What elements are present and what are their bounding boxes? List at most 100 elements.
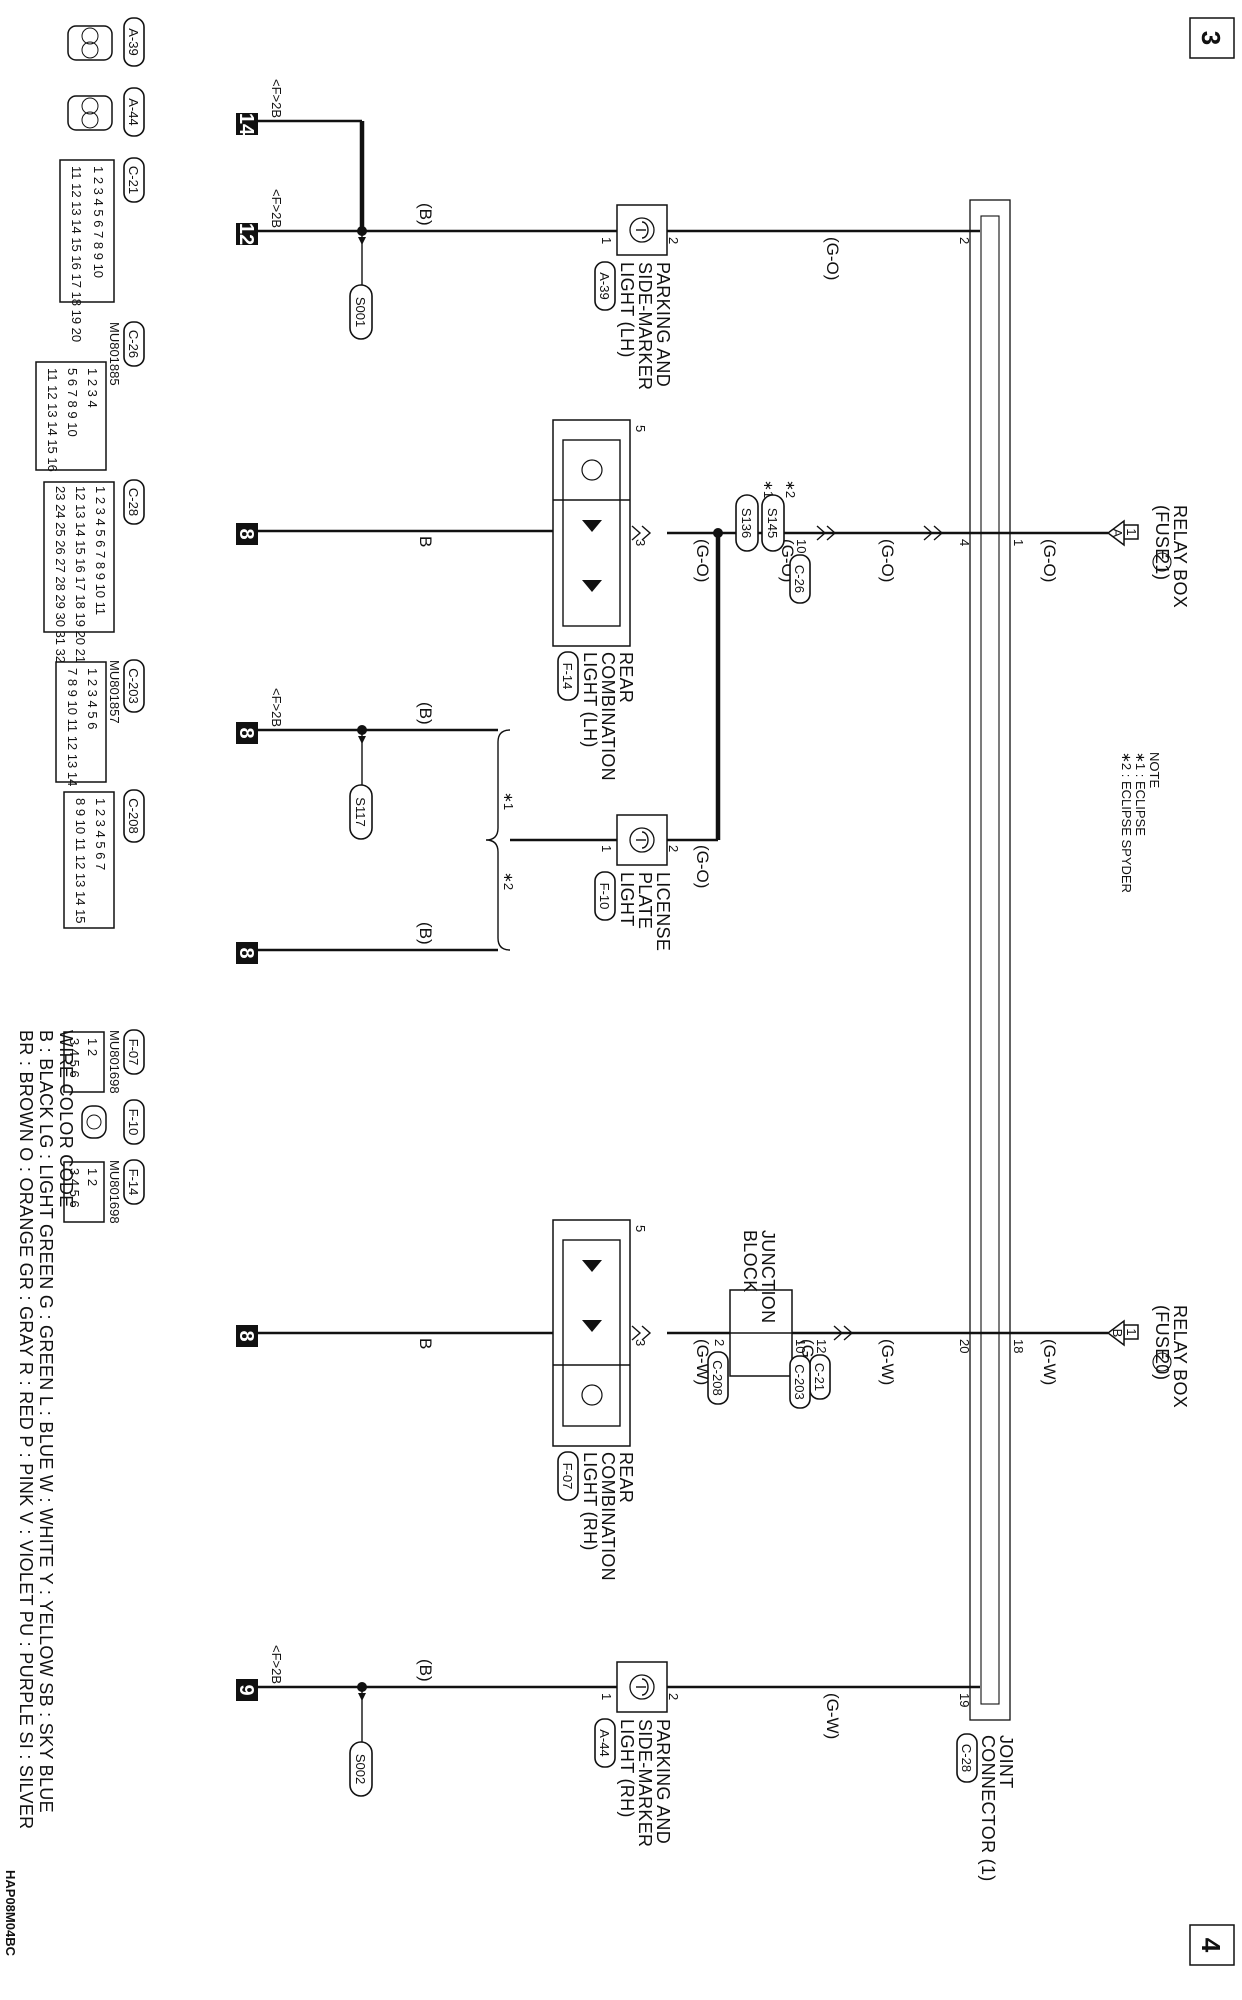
f07-rear-combination-rh[interactable]: 3 5 REAR COMBINATION LIGHT (RH) F-07 [552,1219,648,1581]
svg-text:14: 14 [235,113,257,136]
ground-12[interactable]: 12 <F>2B [235,189,284,245]
svg-text:): ) [1152,1374,1172,1380]
svg-text:10: 10 [794,539,809,553]
svg-text:∗1: ∗1 [501,792,516,810]
svg-text:1: 1 [1124,1328,1139,1335]
svg-text:LIGHT: LIGHT [617,872,637,927]
f10-license-plate-light[interactable]: 2 1 LICENSE PLATE LIGHT F-10 [594,814,681,951]
svg-text:C-26: C-26 [792,565,807,593]
svg-text:F-10: F-10 [126,1109,141,1136]
ground-8-d[interactable]: 8 [235,1325,258,1347]
svg-text:A: A [1110,529,1125,538]
legend-a39: A-39 [67,17,145,67]
svg-text:(B): (B) [416,922,435,945]
ground-8-c[interactable]: 8 [235,942,258,964]
f14-rear-combination-lh[interactable]: 3 5 REAR COMBINATION LIGHT (LH) F-14 [552,419,648,781]
svg-text:CONNECTOR (1): CONNECTOR (1) [978,1735,998,1882]
svg-text:11 12 13 14 15 16: 11 12 13 14 15 16 [45,368,60,472]
svg-text:2: 2 [666,1693,681,1700]
svg-text:(G-O): (G-O) [1040,539,1059,582]
svg-text:REAR: REAR [616,652,636,703]
wire-fuse20-to-rail: (G-W) 18 [980,1331,1108,1385]
legend-f14: F-14 MU801698 1 2 3 4 5 6 [63,1159,145,1224]
connector-ref-c26: 10 C-26 [789,539,811,604]
legend-c26: C-26 MU801885 1 2 3 4 5 6 7 8 9 10 11 12… [35,321,145,472]
svg-text:1: 1 [599,1693,614,1700]
svg-text:RELAY BOX: RELAY BOX [1170,505,1190,608]
svg-text:JOINT: JOINT [996,1735,1016,1789]
wire-jc2-to-a39: (G-O) 2 [667,229,980,280]
page-number-next[interactable]: 4 [1189,1924,1235,1966]
wire-s001-to-ground-14 [258,119,365,231]
svg-text:RELAY BOX: RELAY BOX [1170,1305,1190,1408]
relay-box-fuse-21[interactable]: RELAY BOX (FUSE 21 ) 1 A [1106,505,1190,608]
svg-text:HAP08M04BC: HAP08M04BC [3,1870,18,1957]
svg-text:3 4 5 6: 3 4 5 6 [67,1038,82,1078]
svg-text:2: 2 [712,1339,727,1346]
junction-block[interactable]: JUNCTION BLOCK 10 C-203 2 C-208 [707,1230,811,1409]
legend-f10: F-10 [81,1099,145,1145]
svg-text:(FUSE: (FUSE [1152,1305,1172,1361]
svg-text:F-10: F-10 [597,883,612,910]
svg-text:9: 9 [235,1684,257,1695]
svg-text:C-203: C-203 [126,668,141,703]
svg-text:(B): (B) [416,203,435,226]
splice-s117[interactable]: S117 [349,730,373,840]
svg-text:B: B [1110,1329,1125,1338]
splice-s136-s145[interactable]: S136 ∗1 S145 ∗2 [713,480,798,552]
a44-parking-side-marker-rh[interactable]: 2 1 PARKING AND SIDE-MARKER LIGHT (RH) A… [594,1661,681,1847]
ground-9[interactable]: 9 <F>2B [235,1645,284,1701]
joint-connector-rail [969,199,1011,1721]
svg-text:REAR: REAR [616,1452,636,1503]
svg-text:A-44: A-44 [126,98,141,125]
ground-8-a[interactable]: 8 [235,523,258,545]
wire-fuse21-to-rail: (G-O) 1 [980,531,1108,582]
svg-text:BLOCK: BLOCK [740,1230,760,1293]
splice-s001[interactable]: S001 [349,231,373,340]
svg-text:1: 1 [1011,539,1026,546]
ground-8-b[interactable]: 8 <F>2B [235,688,284,744]
svg-text:(G-W): (G-W) [823,1693,842,1739]
svg-text:LICENSE: LICENSE [653,872,673,951]
svg-text:(G-O): (G-O) [693,539,712,582]
legend-a44: A-44 [67,87,145,137]
svg-text:<F>2B: <F>2B [269,1645,284,1684]
svg-text:1: 1 [599,845,614,852]
svg-text:(G-W): (G-W) [878,1339,897,1385]
svg-text:1: 1 [1124,528,1139,535]
svg-text:20: 20 [957,1339,972,1353]
svg-text:1 2 3 4 5 6 7 8 9 10 11: 1 2 3 4 5 6 7 8 9 10 11 [93,486,108,615]
page-number-prev[interactable]: 3 [1189,17,1235,59]
ground-14[interactable]: 14 <F>2B [235,79,284,136]
svg-text:F-07: F-07 [560,1463,575,1490]
svg-text:C-28: C-28 [959,1744,974,1772]
svg-text:12: 12 [235,223,257,245]
svg-text:PARKING AND: PARKING AND [653,262,673,387]
svg-text:3 4 5 6: 3 4 5 6 [67,1168,82,1208]
svg-text:F-14: F-14 [560,663,575,690]
svg-text:LIGHT (RH): LIGHT (RH) [580,1452,600,1551]
svg-text:2: 2 [666,237,681,244]
svg-text:MU801857: MU801857 [107,660,122,724]
svg-text:(G-O): (G-O) [693,845,712,888]
svg-text:∗1: ∗1 [761,480,776,498]
svg-text:(B): (B) [416,702,435,725]
svg-text:A-39: A-39 [597,272,612,299]
wire-jc19-to-a44: 19 (G-W) [667,1685,980,1739]
document-code: HAP08M04BC [3,1870,18,1957]
svg-text:1 2 3 4 5 6: 1 2 3 4 5 6 [85,668,100,729]
svg-text:B: B [416,1338,435,1349]
legend-c21: C-21 1 2 3 4 5 6 7 8 9 10 11 12 13 14 15… [59,157,145,342]
a39-parking-side-marker-lh[interactable]: 2 1 PARKING AND SIDE-MARKER LIGHT (LH) A… [594,204,681,390]
relay-box-fuse-20[interactable]: RELAY BOX (FUSE 20 ) 1 B [1106,1305,1190,1408]
splice-s002[interactable]: S002 [349,1687,373,1797]
svg-text:<F>2B: <F>2B [269,189,284,228]
svg-text:(G-W): (G-W) [1040,1339,1059,1385]
svg-text:C-208: C-208 [710,1360,725,1395]
joint-connector-label: JOINT CONNECTOR (1) C-28 [956,1733,1016,1882]
svg-text:5 6 7 8 9 10: 5 6 7 8 9 10 [65,368,80,437]
svg-text:COMBINATION: COMBINATION [598,652,618,781]
svg-text:8: 8 [235,727,257,738]
